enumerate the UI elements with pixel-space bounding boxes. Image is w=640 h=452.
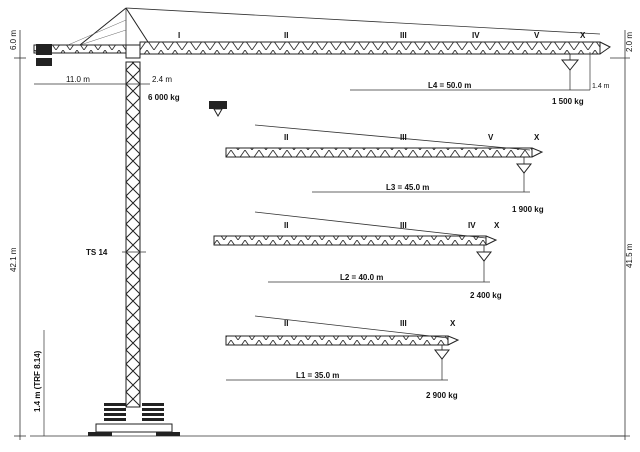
tower-section-label: TS 14: [86, 248, 108, 257]
roman-iv-l2: IV: [468, 221, 476, 230]
ballast-weight-label: 6 000 kg: [148, 93, 180, 102]
roman-ii-l3: II: [284, 133, 288, 142]
roman-x-l4: X: [580, 31, 586, 40]
roman-x-l2: X: [494, 221, 500, 230]
roman-ii-l1: II: [284, 319, 288, 328]
counter-jib: [33, 44, 127, 66]
roman-x-l1: X: [450, 319, 456, 328]
length-label-l3: L3 = 45.0 m: [386, 183, 429, 192]
roman-ii-l2: II: [284, 221, 288, 230]
dim-top-right-height: 2.0 m: [625, 32, 634, 52]
length-label-l4: L4 = 50.0 m: [428, 81, 471, 90]
load-label-l3: 1 900 kg: [512, 205, 544, 214]
dim-top-left-height: 6.0 m: [9, 30, 18, 50]
dim-offset-short: 2.4 m: [152, 75, 172, 84]
roman-iii-l3: III: [400, 133, 407, 142]
load-label-l2: 2 400 kg: [470, 291, 502, 300]
roman-i-l4: I: [178, 31, 180, 40]
jib-config-l4: [139, 41, 611, 91]
roman-iv-l4: IV: [472, 31, 480, 40]
roman-v-l3: V: [488, 133, 494, 142]
load-label-l4: 1 500 kg: [552, 97, 584, 106]
load-label-l1: 2 900 kg: [426, 391, 458, 400]
dim-counter-jib: 11.0 m: [66, 75, 90, 84]
roman-iii-l2: III: [400, 221, 407, 230]
dim-base-mast: 1.4 m (TRF 8.14): [33, 350, 42, 412]
tower-head: [67, 7, 601, 59]
jib-config-l1: [225, 315, 460, 381]
length-label-l2: L2 = 40.0 m: [340, 273, 383, 282]
hook-block-icon: [209, 101, 227, 118]
length-label-l1: L1 = 35.0 m: [296, 371, 339, 380]
roman-iii-l1: III: [400, 319, 407, 328]
tower-mast: [125, 61, 141, 408]
dim-right-height: 41.5 m: [625, 243, 634, 268]
base-ballast: [88, 403, 180, 436]
jib-config-l2: [213, 211, 498, 283]
dim-tower-height: 42.1 m: [9, 247, 18, 272]
dim-tip-offset: 1.4 m: [592, 83, 610, 90]
roman-v-l4: V: [534, 31, 540, 40]
roman-ii-l4: II: [284, 31, 288, 40]
roman-iii-l4: III: [400, 31, 407, 40]
roman-x-l3: X: [534, 133, 540, 142]
jib-config-l3: [225, 124, 544, 193]
